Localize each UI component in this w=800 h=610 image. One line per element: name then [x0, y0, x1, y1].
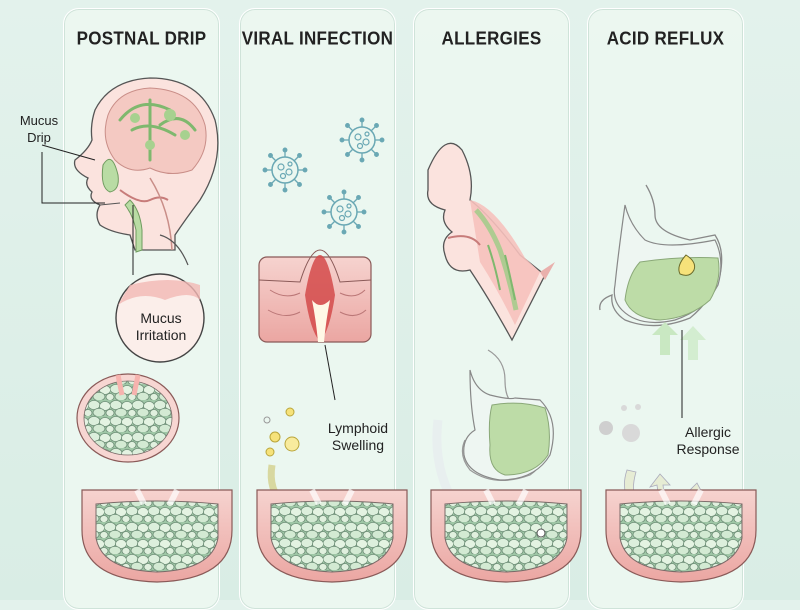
- virus-particle-2: [339, 117, 385, 163]
- mucus-drip-line1: Mucus: [19, 113, 59, 128]
- mucus-drip-line2: Drip: [27, 130, 51, 145]
- tonsil-bowl-3: [431, 490, 581, 582]
- tonsil-bowl-4: [606, 490, 756, 582]
- panel-title: POSTNAL DRIP: [76, 28, 207, 49]
- panel-title: ACID REFLUX: [606, 28, 725, 49]
- head-cross-section-illustration: [73, 77, 219, 266]
- allergic-response-label: Allergic Response: [660, 424, 756, 458]
- lymphoid-swelling-line1: Lymphoid: [327, 420, 389, 436]
- tonsil-stones-cluster-1: [76, 373, 180, 463]
- mucus-irritation-label: Mucus Irritation: [116, 310, 206, 344]
- nose-throat-profile-illustration: [426, 142, 555, 342]
- gray-bubbles: [599, 404, 641, 442]
- lymphoid-swelling-illustration: [258, 249, 372, 343]
- mucus-irritation-line2: Irritation: [135, 327, 187, 343]
- mucus-drip-pointer: [41, 144, 134, 275]
- allergic-response-line1: Allergic: [685, 424, 731, 440]
- lymphoid-pointer: [324, 344, 336, 401]
- mucus-irritation-magnifier: [115, 273, 205, 363]
- panel-title: VIRAL INFECTION: [241, 28, 394, 49]
- virus-particle-1: [262, 147, 308, 193]
- allergic-response-line2: Response: [676, 441, 740, 457]
- mucus-irritation-line1: Mucus: [140, 310, 182, 326]
- mucus-drip-label: Mucus Drip: [10, 112, 68, 146]
- yellow-bubbles: [263, 407, 300, 457]
- tonsil-bowl-2: [257, 490, 407, 582]
- lymphoid-swelling-label: Lymphoid Swelling: [313, 420, 403, 454]
- stomach-illustration-3: [461, 349, 554, 482]
- panel-title: ALLERGIES: [441, 28, 542, 49]
- virus-particle-3: [321, 189, 367, 235]
- rising-acid-arrows: [652, 322, 706, 360]
- lymphoid-swelling-line2: Swelling: [331, 437, 385, 453]
- tonsil-bowl-1: [82, 490, 232, 582]
- stomach-illustration-4: [599, 184, 723, 327]
